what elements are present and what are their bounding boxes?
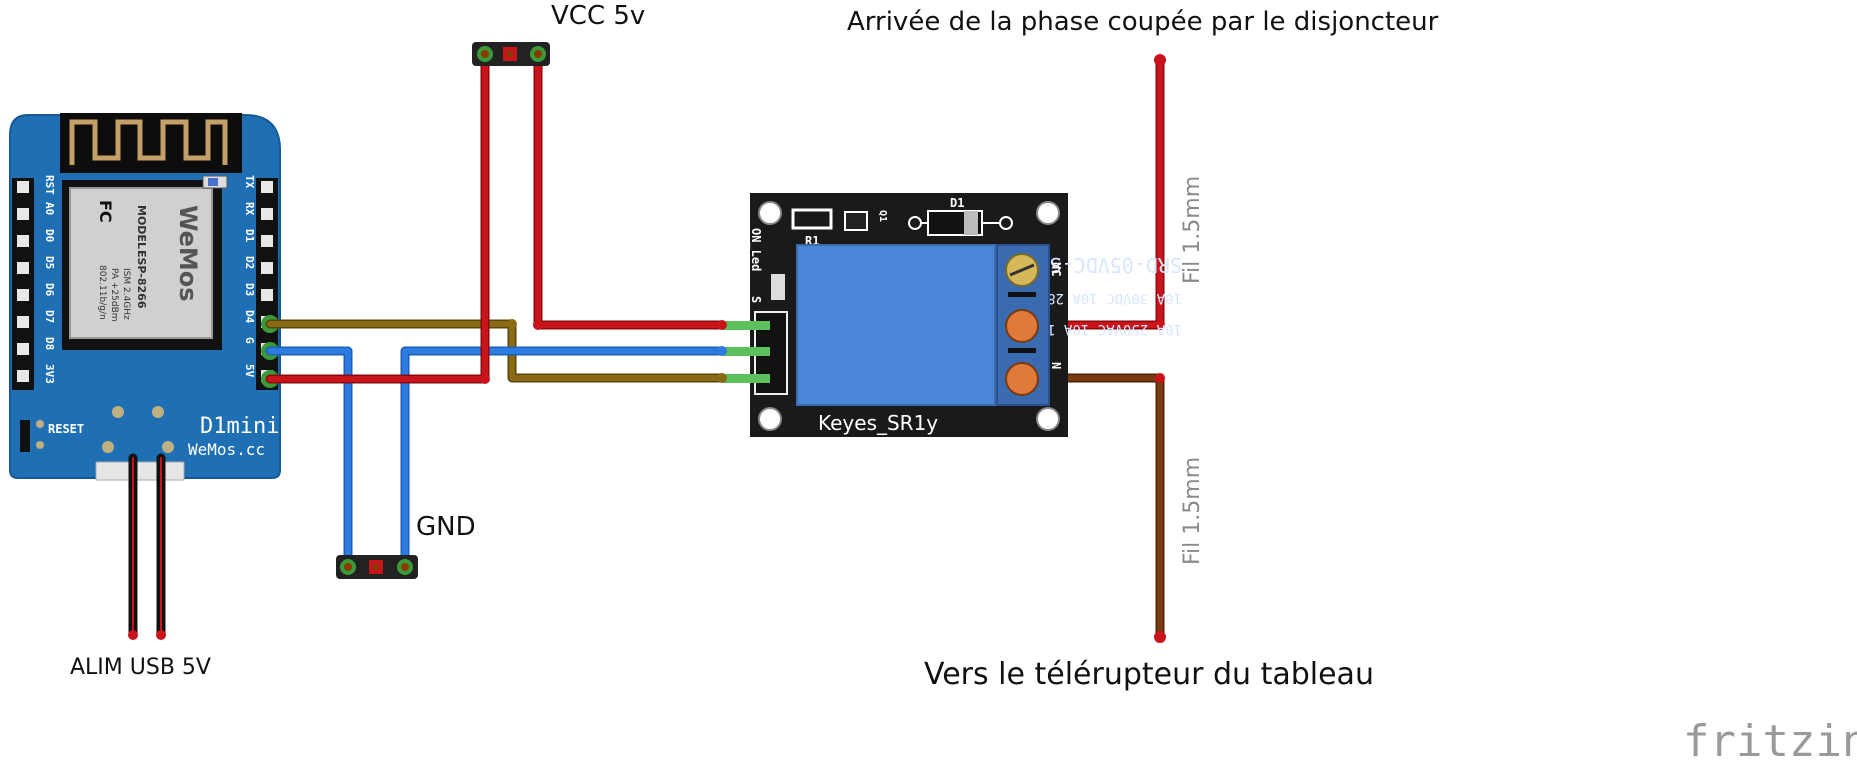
board-site: WeMos.cc (188, 440, 265, 459)
com-screw (1005, 309, 1039, 343)
vcc-pin-header (472, 42, 550, 66)
shield-model-value: ESP-8266 (135, 250, 148, 309)
relay-name: Keyes_SR1y (818, 411, 938, 435)
fcc-logo: FC (96, 200, 115, 223)
shield-spec-3: 802.11b/g/n (97, 265, 107, 320)
pin-label-d2: D2 (243, 256, 256, 269)
left-pin-header (12, 178, 34, 390)
pin-label-d4: D4 (243, 310, 256, 324)
wire-bottom-label: Fil 1.5mm (1180, 457, 1205, 565)
pin-label-d3: D3 (243, 283, 256, 296)
wire-joints (128, 54, 1166, 643)
transistor-q1 (844, 211, 868, 231)
no-screw (1005, 362, 1039, 396)
board-name: D1mini (200, 414, 279, 439)
wemos-d1-mini-board: FC MODEL ESP-8266 ISM 2.4GHz PA +25dBm 8… (9, 113, 281, 481)
on-led (771, 274, 785, 300)
pin-label-a0: A0 (43, 202, 56, 215)
relay-module: R1 Q1 D1 ON_Led S SRD-05VDC-SL-C 10A 30V… (748, 193, 1182, 437)
gnd-pin-header (336, 555, 418, 579)
reset-label: RESET (48, 422, 84, 436)
shield-spec-1: ISM 2.4GHz (121, 268, 131, 320)
usb-port (95, 461, 185, 481)
pin-label-d5: D5 (43, 256, 56, 269)
pin-d0 (17, 235, 29, 247)
pin-label-rx: RX (243, 202, 256, 216)
relay-body (796, 244, 996, 406)
nc-label: NC (1049, 262, 1063, 276)
pin-3v3 (17, 370, 29, 382)
pin-label-tx: TX (243, 175, 256, 189)
gnd-label: GND (416, 512, 476, 542)
relay-input-pins (717, 320, 770, 383)
pin-d6 (17, 289, 29, 301)
fritzing-logo: fritzing (1683, 716, 1857, 767)
pin-d2 (261, 262, 273, 274)
alim-label: ALIM USB 5V (70, 655, 211, 680)
wemos-brand: WeMos (174, 205, 202, 302)
pin-label-5v: 5V (243, 364, 256, 378)
to-switch-label: Vers le télérupteur du tableau (924, 657, 1374, 692)
pin-d3 (261, 289, 273, 301)
vcc-wire-board (265, 47, 490, 384)
pin-label-d1: D1 (243, 229, 256, 243)
right-pin-header (256, 178, 278, 390)
pin-label-3v3: 3V3 (43, 364, 56, 384)
pin-label-d6: D6 (43, 283, 56, 297)
on-led-label: ON_Led (748, 228, 763, 271)
pin-label-rst: RST (43, 175, 56, 195)
resistor-r1 (791, 208, 833, 230)
pin-d7 (17, 316, 29, 328)
d1-label: D1 (950, 196, 964, 210)
vcc-label: VCC 5v (551, 1, 645, 31)
vcc-wire-relay (533, 47, 727, 330)
pin-d1 (261, 235, 273, 247)
s-label: S (749, 296, 763, 303)
pin-a0 (17, 208, 29, 220)
pin-d5 (17, 262, 29, 274)
pin-d8 (17, 343, 29, 355)
pin-label-d7: D7 (43, 310, 56, 323)
phase-in-label: Arrivée de la phase coupée par le disjon… (847, 7, 1439, 37)
pin-label-g: G (243, 337, 256, 344)
wire-top-label: Fil 1.5mm (1180, 176, 1205, 284)
reset-button[interactable] (20, 420, 30, 452)
pin-label-d0: D0 (43, 229, 56, 242)
relay-rating-1: 10A 30VDC 10A 28VDC (1022, 290, 1182, 306)
pin-tx (261, 181, 273, 193)
wires (128, 47, 1165, 642)
q1-label: Q1 (877, 210, 888, 222)
antenna-trace (69, 119, 228, 165)
shield-model-label: MODEL (135, 205, 148, 249)
no-label: N (1049, 362, 1063, 369)
pin-rx (261, 208, 273, 220)
pin-rst (17, 181, 29, 193)
pin-label-d8: D8 (43, 337, 56, 350)
shield-spec-2: PA +25dBm (109, 268, 119, 322)
esp8266-shield (69, 187, 213, 339)
